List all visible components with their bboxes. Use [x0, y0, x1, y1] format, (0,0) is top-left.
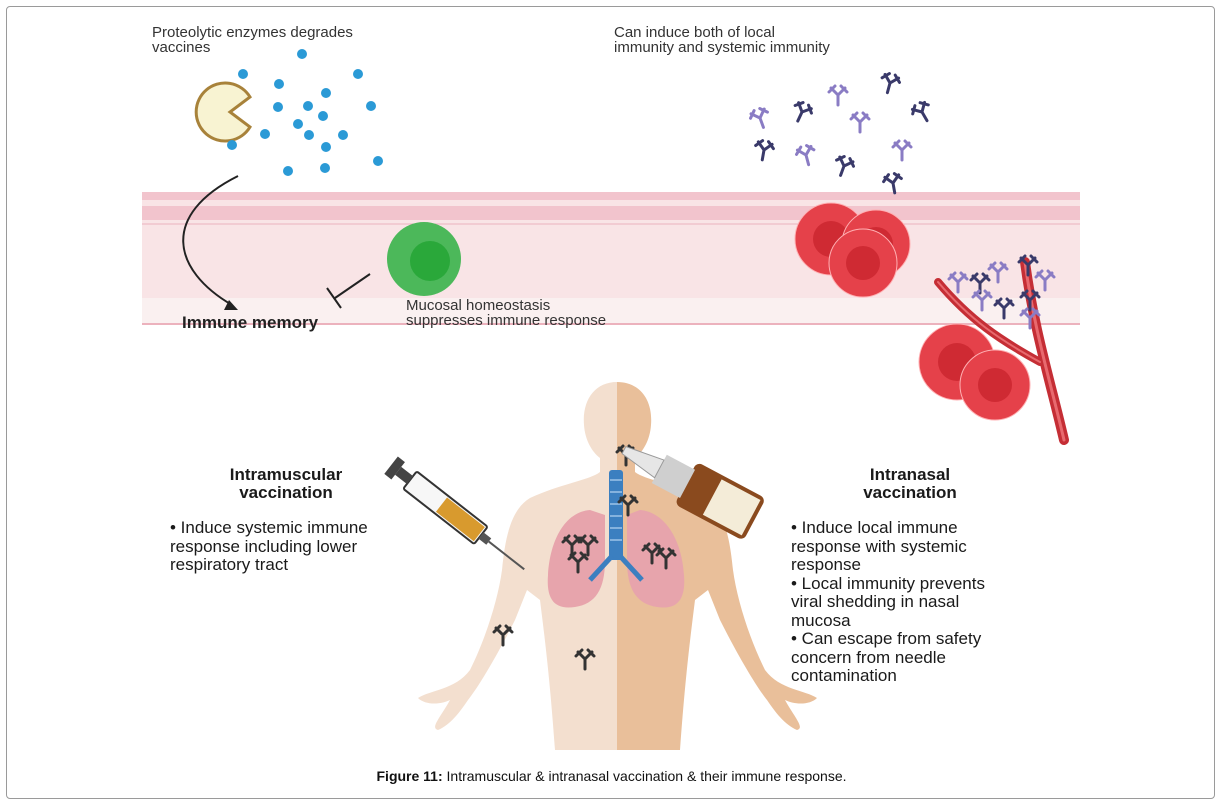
antibody-cluster-top: [746, 70, 937, 196]
figure-caption: Figure 11: Intramuscular & intranasal va…: [0, 768, 1223, 784]
red-blood-cells-top: [794, 202, 911, 298]
arrow-to-immune-memory: [182, 175, 239, 310]
intramuscular-bullets: • Induce systemic immune response includ…: [170, 518, 368, 574]
inhibition-line: [326, 273, 371, 309]
mucosal-tissue: [142, 192, 1080, 325]
green-cell: [387, 222, 461, 296]
intranasal-bullets: • Induce local immune response with syst…: [791, 518, 985, 685]
red-blood-cells-bottom: [918, 323, 1031, 421]
nasal-spray-icon: [621, 445, 764, 539]
blood-vessel: [934, 257, 1069, 445]
immune-memory-label: Immune memory: [182, 313, 319, 332]
caption-text: Intramuscular & intranasal vaccination &…: [442, 768, 847, 784]
enzyme-pacman-icon: [194, 81, 252, 143]
human-body: [418, 382, 817, 750]
vaccine-particles: [227, 49, 383, 176]
syringe-icon: [384, 456, 525, 571]
figure-frame: [6, 6, 1215, 799]
caption-label: Figure 11:: [376, 768, 443, 784]
